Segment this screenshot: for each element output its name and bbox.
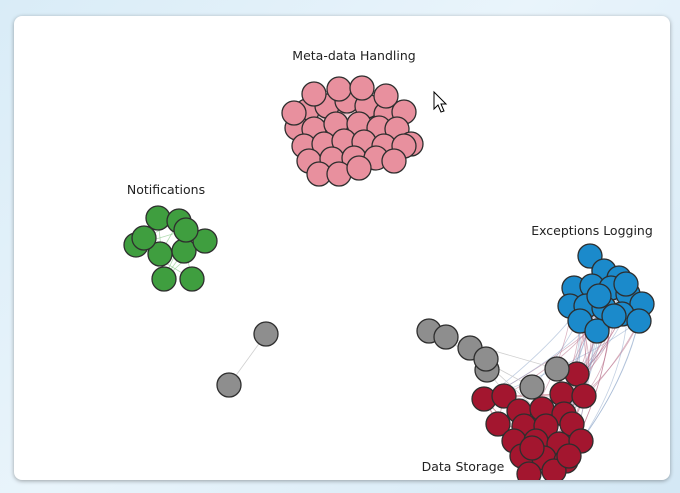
metadata-node[interactable] xyxy=(346,155,372,181)
metadata-node[interactable] xyxy=(373,83,399,109)
exceptions-node[interactable] xyxy=(601,303,627,329)
cluster-label-datastorage: Data Storage xyxy=(422,459,505,474)
notifications-node[interactable] xyxy=(145,205,171,231)
metadata-node[interactable] xyxy=(326,76,352,102)
exceptions-node[interactable] xyxy=(584,318,610,344)
datastorage-node[interactable] xyxy=(571,383,597,409)
cluster-label-notifications: Notifications xyxy=(127,182,205,197)
notifications-node[interactable] xyxy=(151,266,177,292)
notifications-node[interactable] xyxy=(131,225,157,251)
isolated-node[interactable] xyxy=(433,324,459,350)
metadata-node[interactable] xyxy=(381,148,407,174)
datastorage-node[interactable] xyxy=(491,383,517,409)
isolated-node[interactable] xyxy=(544,356,570,382)
datastorage-node[interactable] xyxy=(485,411,511,437)
isolated-node[interactable] xyxy=(519,374,545,400)
metadata-node[interactable] xyxy=(301,81,327,107)
datastorage-node[interactable] xyxy=(516,461,542,480)
notifications-node[interactable] xyxy=(171,238,197,264)
notifications-node[interactable] xyxy=(173,217,199,243)
notifications-node[interactable] xyxy=(179,266,205,292)
exceptions-node[interactable] xyxy=(626,308,652,334)
metadata-node[interactable] xyxy=(349,75,375,101)
cluster-label-exceptions: Exceptions Logging xyxy=(531,223,653,238)
isolated-node[interactable] xyxy=(216,372,242,398)
isolated-node[interactable] xyxy=(473,346,499,372)
mouse-cursor-icon xyxy=(433,90,448,113)
datastorage-node[interactable] xyxy=(519,435,545,461)
metadata-node[interactable] xyxy=(281,100,307,126)
network-graph[interactable]: Meta-data Handling Notifications Excepti… xyxy=(14,16,670,480)
graph-canvas[interactable]: Meta-data Handling Notifications Excepti… xyxy=(14,16,670,480)
datastorage-node[interactable] xyxy=(556,443,582,469)
cluster-label-metadata: Meta-data Handling xyxy=(292,48,415,63)
isolated-node[interactable] xyxy=(253,321,279,347)
exceptions-node[interactable] xyxy=(586,283,612,309)
nodes-layer xyxy=(123,75,655,480)
notifications-node[interactable] xyxy=(192,228,218,254)
exceptions-node[interactable] xyxy=(613,271,639,297)
